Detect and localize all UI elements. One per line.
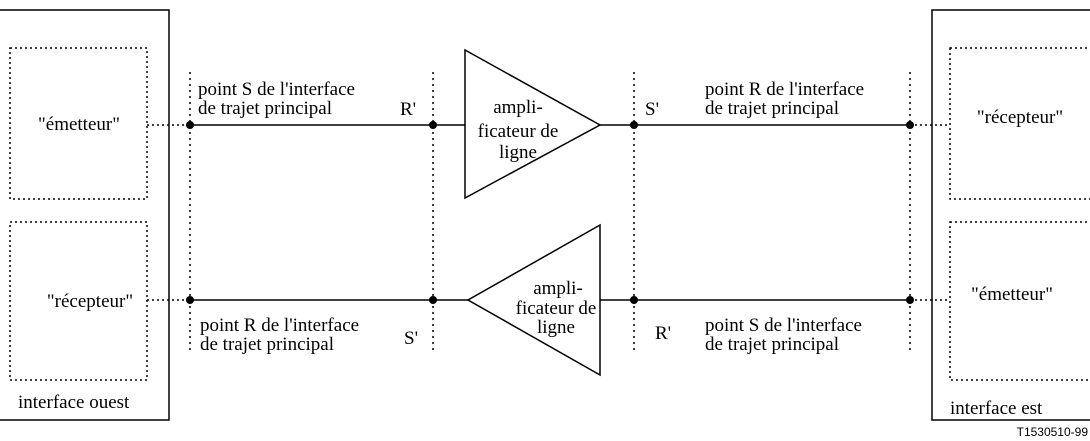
bottom-amplifier-label-1: ampli- — [533, 278, 583, 299]
east-interface: "récepteur" "émetteur" interface est — [931, 9, 1090, 421]
bottom-right-point-label-2: de trajet principal — [705, 334, 839, 355]
top-amplifier-label-3: ligne — [499, 142, 537, 163]
top-node-r — [906, 121, 914, 129]
east-receiver-box — [949, 47, 1090, 200]
top-amplifier-label-1: ampli- — [493, 97, 543, 118]
reference-lines — [189, 72, 911, 354]
top-left-ref-label: R' — [400, 99, 416, 120]
top-left-point-label-2: de trajet principal — [198, 98, 332, 119]
top-left-point-label-1: point S de l'interface — [198, 79, 355, 100]
bottom-amplifier-label-3: ligne — [537, 317, 575, 338]
top-right-ref-label: S' — [645, 99, 659, 120]
top-right-point-label-2: de trajet principal — [705, 98, 839, 119]
east-transmitter-label: "émetteur" — [971, 284, 1053, 305]
top-amplifier-label-2: ficateur de — [478, 121, 559, 142]
bottom-right-point-label-1: point S de l'interface — [705, 315, 862, 336]
bottom-node-s-prime — [429, 296, 437, 304]
west-interface-frame — [0, 9, 170, 421]
bottom-line-amplifier — [466, 223, 601, 377]
east-transmitter-box — [949, 221, 1090, 381]
top-node-r-prime — [429, 121, 437, 129]
west-interface: "émetteur" "récepteur" interface ouest — [0, 9, 170, 421]
west-receiver-label: "récepteur" — [47, 291, 133, 312]
top-node-s-prime — [630, 121, 638, 129]
west-interface-label: interface ouest — [18, 392, 130, 413]
bottom-amplifier-label-2: ficateur de — [516, 298, 597, 319]
west-transmitter-box — [9, 47, 148, 200]
bottom-left-ref-label: S' — [404, 328, 418, 349]
top-line-amplifier — [464, 48, 602, 200]
east-interface-label: interface est — [950, 398, 1043, 419]
figure-id: T1530510-99 — [1017, 425, 1089, 439]
east-interface-frame — [931, 9, 1090, 421]
top-path: point S de l'interface de trajet princip… — [147, 48, 950, 200]
bottom-right-ref-label: R' — [655, 323, 671, 344]
top-right-point-label-1: point R de l'interface — [705, 79, 864, 100]
west-transmitter-label: "émetteur" — [38, 114, 120, 135]
top-node-s — [186, 121, 194, 129]
bottom-left-point-label-2: de trajet principal — [200, 334, 334, 355]
east-receiver-label: "récepteur" — [977, 107, 1063, 128]
bottom-path: point R de l'interface de trajet princip… — [147, 223, 950, 377]
bottom-node-s — [906, 296, 914, 304]
bottom-node-r — [186, 296, 194, 304]
bottom-node-r-prime — [630, 296, 638, 304]
bottom-left-point-label-1: point R de l'interface — [200, 315, 359, 336]
west-receiver-box — [9, 221, 148, 381]
